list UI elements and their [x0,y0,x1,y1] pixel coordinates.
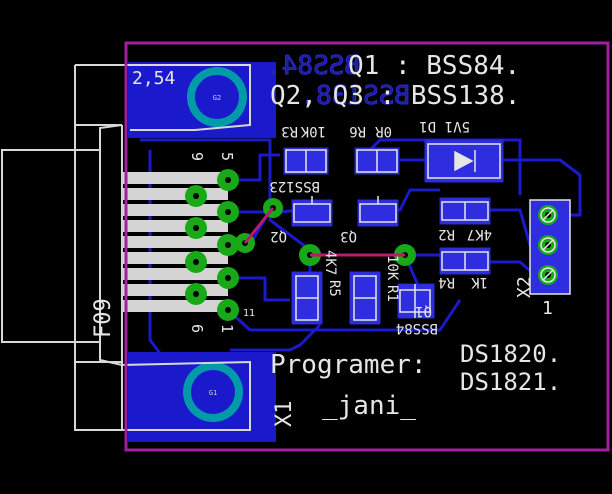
author-label: _jani_ [322,391,416,421]
label-q3: Q3 [340,228,357,244]
label-q1: Q1 [415,303,432,319]
connector-ref: X1 [272,401,297,428]
label-r1: R1 [384,285,400,302]
board-outline [124,41,610,452]
mirrored-ghost-text: BSS84. BSS138. [266,51,411,112]
label-r5: R5 [326,280,342,297]
hole-label-g2: G2 [213,94,221,102]
label-r1-value: 10K [384,255,400,281]
title-line-2: Q2, Q3 : BSS138. [270,81,520,111]
label-r2: R2 [438,226,455,242]
pin-number-11: 11 [243,308,255,319]
terminal-ref: X2 [514,276,535,298]
label-q2: Q2 [270,228,287,244]
pin-number-1: 1 [218,324,236,333]
label-d1: D1 [419,118,436,134]
terminal-screws [540,207,556,283]
part-ds1820: DS1820. [460,340,561,368]
label-r3-value: 10K [300,123,326,139]
pin-number-5: 5 [218,152,236,161]
connector-pin-fingers [122,172,228,312]
label-r4-value: 1K [471,274,488,290]
label-r2-value: 4K7 [467,226,492,242]
svg-text:BSS84.: BSS84. [266,51,360,81]
label-r4: R4 [438,274,455,290]
label-r5-value: 4K7 [322,250,338,275]
pin-number-9: 9 [188,152,206,161]
label-q1-part: BSS123 [269,178,320,194]
mounting-hole-g2: G2 [187,67,247,127]
svg-text:BSS138.: BSS138. [300,81,410,111]
connector-name: F09 [91,298,116,338]
spacing-label: 2,54 [132,68,175,89]
connector-pad-holes [193,177,231,313]
pin-number-6: 6 [188,324,206,333]
connector-pin-numbers: 9 5 6 1 11 [188,152,255,333]
label-r6-value: 0R [375,123,392,139]
mounting-hole-g1: G1 [183,362,243,422]
programmer-label: Programer: [270,350,427,380]
label-q1-value: BSS84 [396,320,438,336]
hole-label-g1: G1 [209,389,217,397]
terminal-pin-1: 1 [542,298,553,319]
component-labels: R3 10K R6 0R D1 5V1 BSS123 Q2 Q3 R2 4K7 … [269,118,492,336]
label-r3: R3 [281,123,298,139]
component-silk [285,143,571,321]
part-ds1821: DS1821. [460,368,561,396]
title-line-1: Q1 : BSS84. [348,51,520,81]
label-d1-value: 5V1 [445,118,470,134]
label-r6: R6 [349,123,366,139]
air-wires [243,207,405,257]
